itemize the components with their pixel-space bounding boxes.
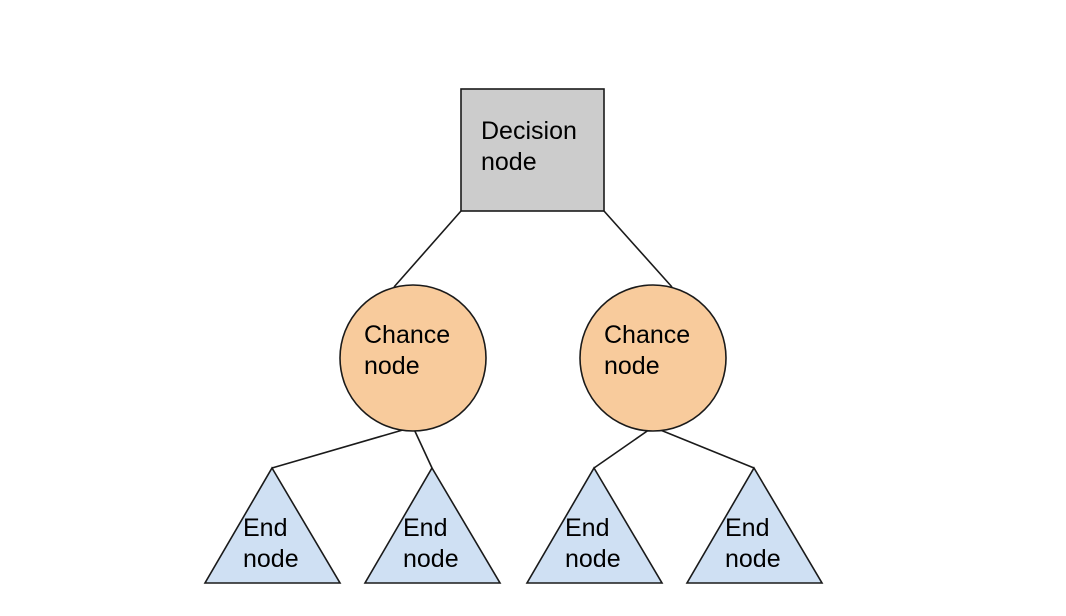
- edge-decision-to-chance-left: [393, 210, 462, 288]
- end-node-2-shape[interactable]: [363, 466, 502, 584]
- edge-chance-left-to-end-node-2: [412, 426, 433, 469]
- end-node-1-shape[interactable]: [203, 466, 342, 584]
- chance-node-left-shape[interactable]: [339, 284, 487, 432]
- edge-chance-right-to-end-node-4: [652, 426, 755, 469]
- end-node-4-shape[interactable]: [685, 466, 824, 584]
- decision-node-shape[interactable]: [460, 88, 605, 212]
- edge-decision-to-chance-right: [603, 210, 673, 288]
- chance-node-right-shape[interactable]: [579, 284, 727, 432]
- edge-chance-right-to-end-node-3: [593, 426, 654, 469]
- end-node-3-shape[interactable]: [525, 466, 664, 584]
- edge-chance-left-to-end-node-1: [271, 426, 414, 469]
